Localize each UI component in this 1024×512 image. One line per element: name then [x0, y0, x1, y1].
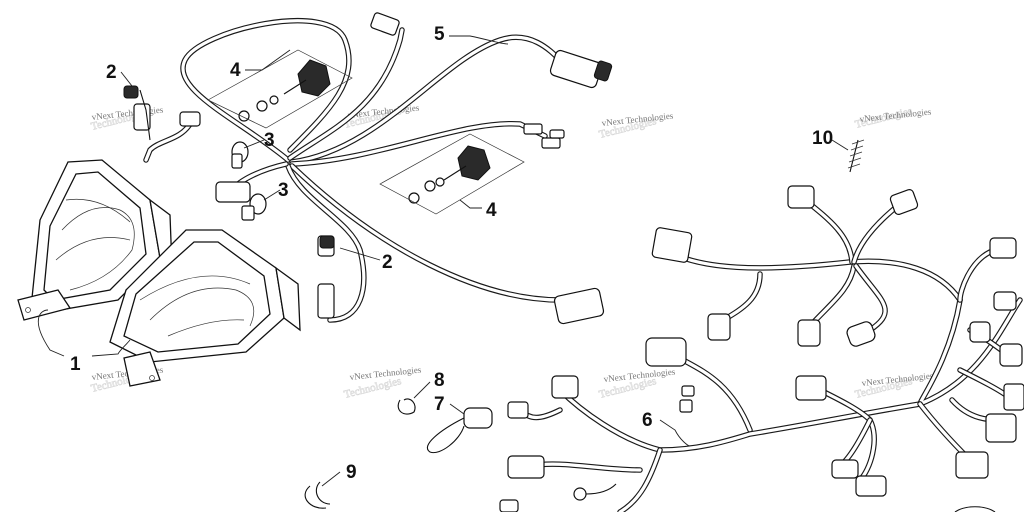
callout-2-lower: 2	[382, 252, 393, 273]
callout-6: 6	[642, 410, 653, 431]
callout-3-lower: 3	[278, 180, 289, 201]
callout-5: 5	[434, 24, 445, 45]
wiring-harness-upper	[133, 12, 613, 325]
part-7-fuse-holder	[426, 407, 493, 454]
adjuster-lower	[379, 133, 525, 215]
callout-8: 8	[434, 370, 445, 391]
part-10-spring	[847, 139, 865, 173]
socket-lower	[319, 235, 335, 249]
callout-2-upper: 2	[106, 62, 117, 83]
part-8-clip	[397, 398, 416, 415]
callouts: 1 2 2 3 3 4 4 5 6 7 8 9 10	[70, 24, 833, 483]
headlamp-right	[109, 229, 301, 387]
callout-4-upper: 4	[230, 60, 241, 81]
callout-7: 7	[434, 394, 445, 415]
wiring-harness-main	[499, 185, 1024, 512]
leader-lines	[38, 35, 849, 487]
callout-3-upper: 3	[264, 130, 275, 151]
callout-10: 10	[812, 128, 833, 149]
bulb-upper	[231, 141, 249, 169]
adjuster-upper	[207, 49, 353, 129]
callout-1: 1	[70, 354, 81, 375]
socket-upper	[123, 85, 151, 141]
part-9-clip	[304, 481, 331, 509]
callout-4-lower: 4	[486, 200, 497, 221]
callout-9: 9	[346, 462, 357, 483]
bulb-lower	[241, 193, 267, 221]
